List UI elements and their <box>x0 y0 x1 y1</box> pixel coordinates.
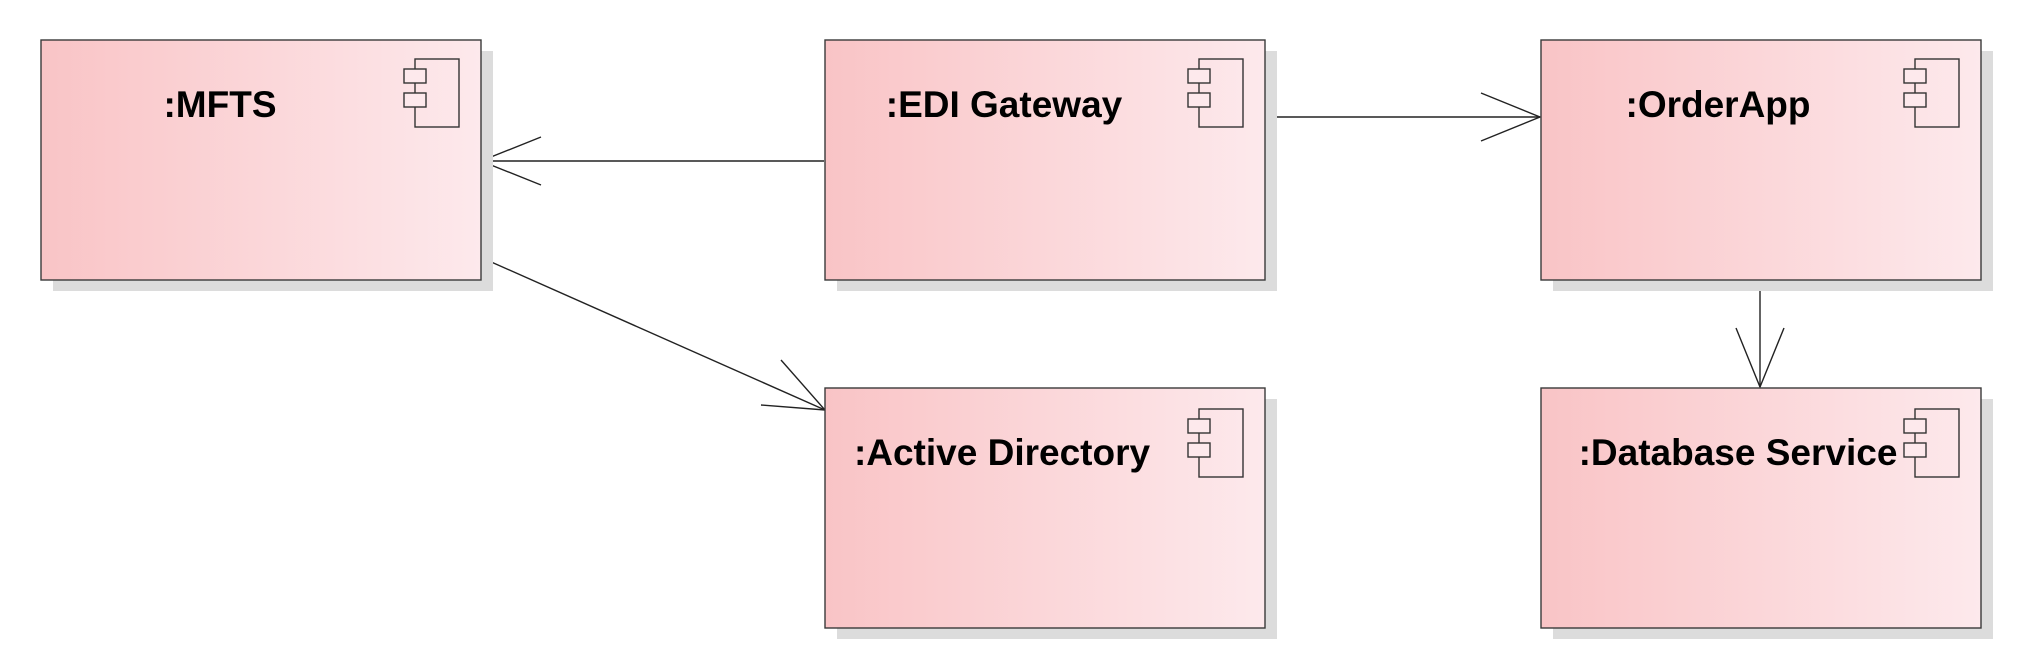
connector-orderapp-to-database-service[interactable] <box>1735 280 1785 389</box>
component-label: :Active Directory <box>854 432 1151 473</box>
component-active-directory[interactable]: :Active Directory <box>824 387 1277 639</box>
connector-line <box>479 256 826 411</box>
component-icon <box>1187 58 1244 128</box>
component-orderapp[interactable]: :OrderApp <box>1540 39 1993 291</box>
component-database-service[interactable]: :Database Service <box>1540 387 1993 639</box>
connector-edi-to-orderapp[interactable] <box>1264 92 1542 142</box>
connector-mfts-to-active-directory[interactable] <box>479 256 827 411</box>
component-mfts[interactable]: :MFTS <box>40 39 493 291</box>
component-icon <box>1903 408 1960 478</box>
component-label: :Database Service <box>1579 432 1898 473</box>
component-icon <box>1903 58 1960 128</box>
component-label: :OrderApp <box>1626 84 1811 125</box>
component-icon <box>1187 408 1244 478</box>
component-icon <box>403 58 460 128</box>
arrowhead-icon <box>1735 327 1785 389</box>
component-label: :EDI Gateway <box>886 84 1123 125</box>
arrowhead-icon <box>760 359 827 411</box>
component-edi-gateway[interactable]: :EDI Gateway <box>824 39 1277 291</box>
arrowhead-icon <box>1480 92 1542 142</box>
connector-edi-to-mfts[interactable] <box>479 136 824 186</box>
component-label: :MFTS <box>163 84 276 125</box>
